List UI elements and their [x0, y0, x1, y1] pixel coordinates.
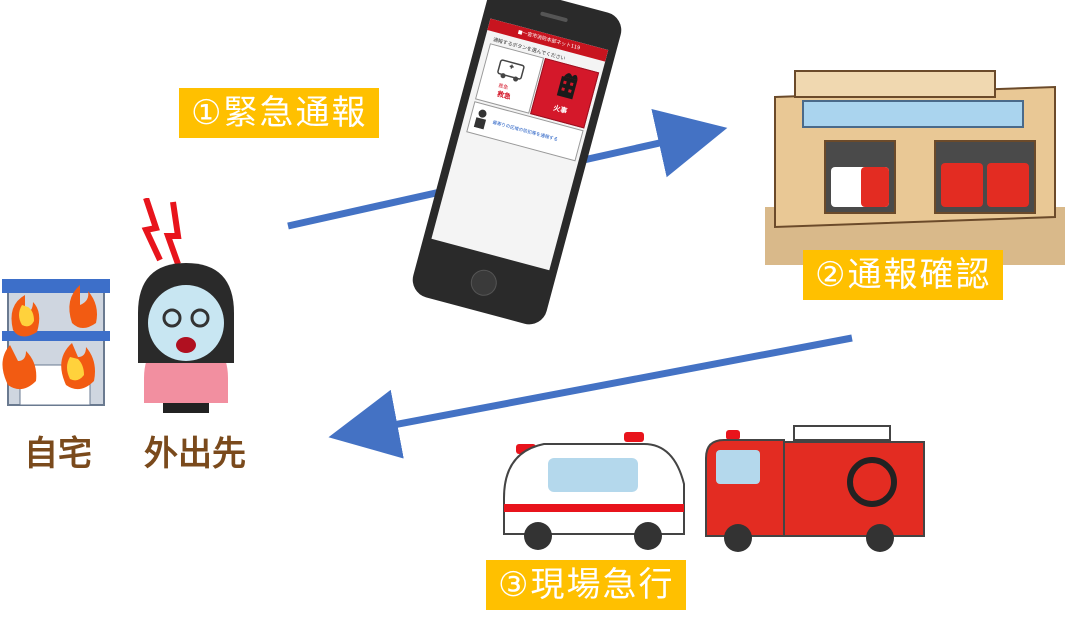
burning-house-icon: [2, 279, 110, 406]
building-fire-icon: [556, 73, 578, 100]
arrow-dispatch: [328, 334, 853, 459]
ambulance-label: 救急: [496, 89, 512, 102]
panicked-woman-icon: [138, 198, 234, 413]
step-label-2: ②通報確認: [803, 250, 1004, 300]
fire-button[interactable]: 火事: [530, 57, 600, 129]
fire-label: 火事: [552, 103, 569, 116]
location-outside: 外出先: [144, 434, 246, 474]
smartphone: ■一宮市消防本部ネット119 通報するボタンを選んでください 救急 救急 火事: [408, 0, 626, 329]
location-home: 自宅: [24, 434, 92, 474]
fire-truck-icon: [705, 425, 925, 552]
other-report-label: 最寄りの区域の防犯等を通報する: [491, 120, 559, 143]
step-label-1: ①緊急通報: [179, 88, 380, 138]
ambulance-icon: [497, 59, 525, 82]
ambulance-icon: [503, 432, 685, 550]
fire-station-icon: [765, 70, 1065, 265]
ambulance-button[interactable]: 救急 救急: [475, 43, 545, 114]
police-icon: [473, 109, 487, 130]
step-label-3: ③現場急行: [486, 560, 687, 610]
phone-screen: ■一宮市消防本部ネット119 通報するボタンを選んでください 救急 救急 火事: [431, 18, 609, 271]
other-report-button[interactable]: 最寄りの区域の防犯等を通報する: [466, 101, 584, 162]
